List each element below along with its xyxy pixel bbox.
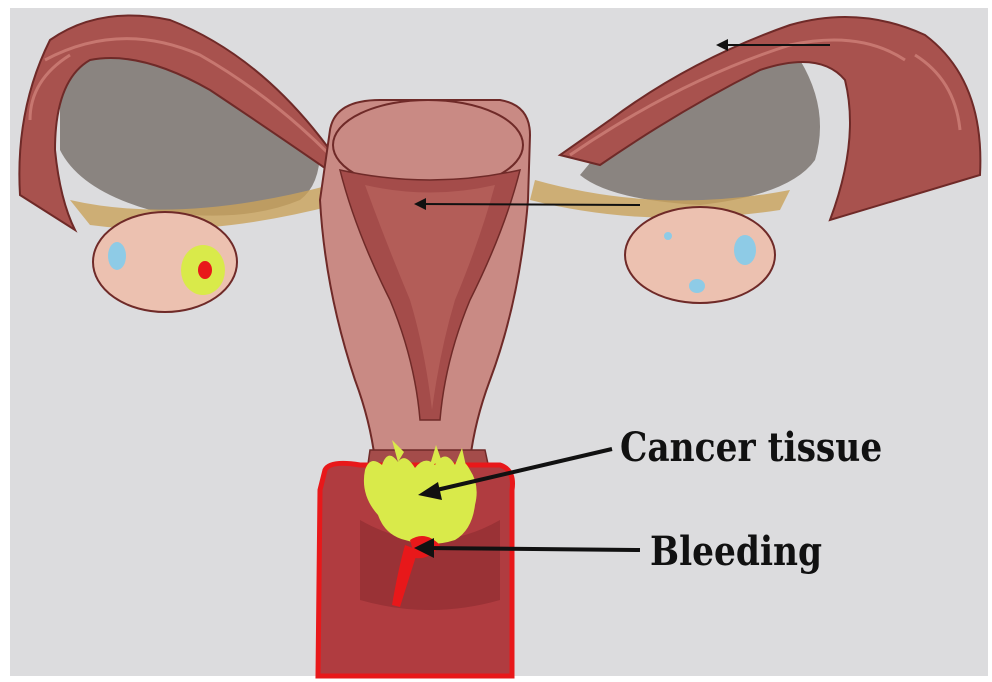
right-ovary-follicle-tiny xyxy=(664,232,672,240)
left-ovary-follicle xyxy=(108,242,126,270)
right-ovary-follicle-large xyxy=(734,235,756,265)
right-ovary-follicle-small xyxy=(689,279,705,293)
cancer-tissue-label: Cancer tissue xyxy=(620,424,882,471)
bleeding-arrow-line xyxy=(425,548,640,550)
left-ovary-bleed-spot xyxy=(198,261,212,279)
bleeding-label: Bleeding xyxy=(650,528,822,575)
uterus-arrow-line xyxy=(420,204,640,205)
